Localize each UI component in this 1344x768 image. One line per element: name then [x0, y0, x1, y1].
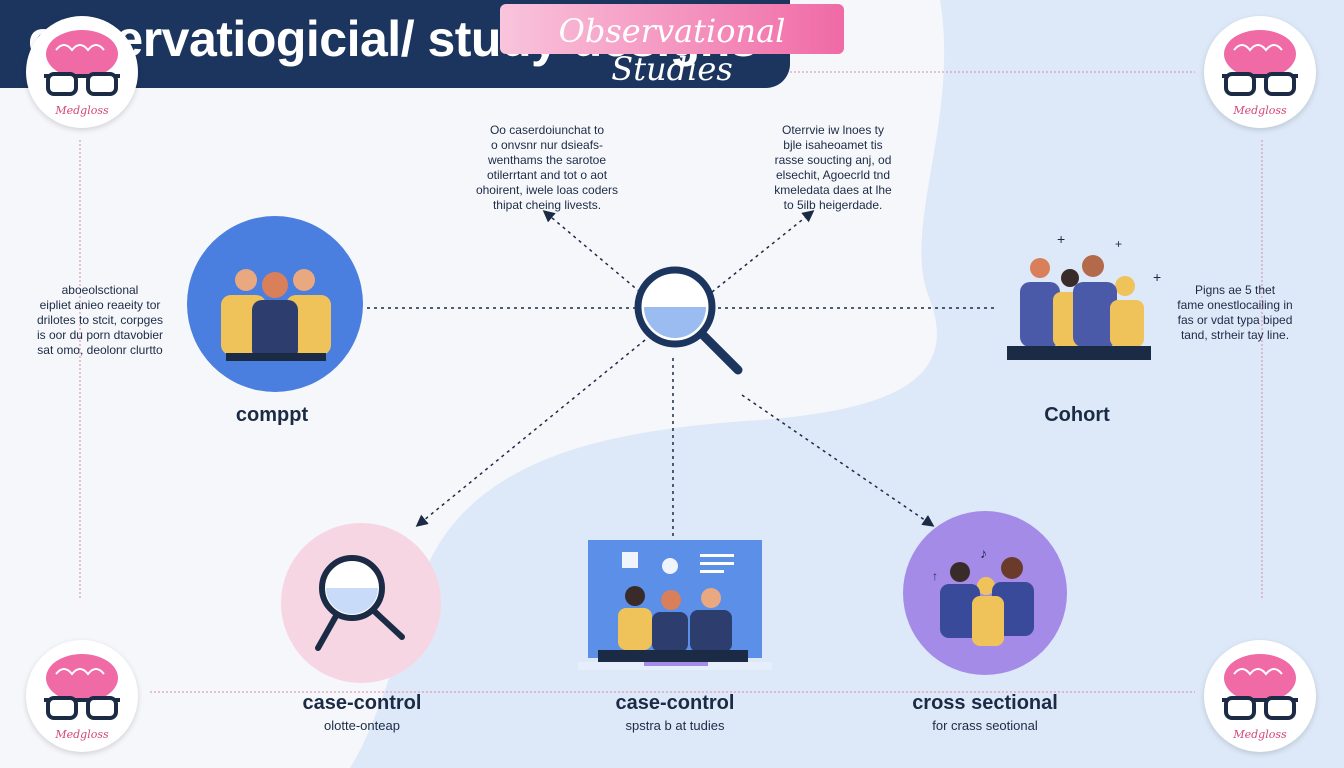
logo-text: Medgloss	[55, 104, 109, 117]
connector-top-left	[542, 210, 641, 293]
description-left: aboeolsctional eipliet anieo reaeity tor…	[36, 283, 164, 357]
logo-text: Medgloss	[1233, 728, 1287, 741]
svg-text:+: +	[1057, 231, 1065, 247]
connector-bottom-right	[741, 394, 935, 527]
svg-text:↑: ↑	[932, 569, 938, 583]
brain-glasses-icon	[1222, 30, 1298, 96]
cross-sectional-illustration: ♪ ↑	[903, 511, 1067, 675]
screen-illustration	[578, 540, 772, 670]
group-illustration-right: + + +	[1007, 231, 1161, 360]
connector-top-right	[711, 210, 815, 293]
medgloss-logo-bottom-left: Medgloss	[26, 640, 138, 752]
node-sublabel-bottom-left: olotte-onteap	[324, 718, 400, 733]
node-label-bottom-center: case-control	[615, 692, 735, 714]
node-label-bottom-left: case-control	[302, 692, 422, 714]
node-label-right: Cohort	[1044, 404, 1110, 426]
description-right: Pigns ae 5 thet fame onestlocailing in f…	[1177, 283, 1293, 342]
connector-bottom-left	[415, 339, 646, 527]
node-label-left: comppt	[235, 404, 309, 426]
logo-text: Medgloss	[1233, 104, 1287, 117]
brain-glasses-icon	[1222, 654, 1298, 720]
node-sublabel-bottom-right: for crass seotional	[932, 718, 1038, 733]
svg-text:+: +	[1153, 269, 1161, 285]
title-pill: Observational Studies	[500, 4, 844, 88]
medgloss-logo-top-right: Medgloss	[1204, 16, 1316, 128]
svg-text:♪: ♪	[980, 545, 987, 561]
medgloss-logo-bottom-right: Medgloss	[1204, 640, 1316, 752]
group-illustration-left	[187, 216, 363, 392]
node-sublabel-bottom-center: spstra b at tudies	[625, 718, 725, 733]
description-top-center: Oo caserdoiunchat to o onvsnr nur dsieaf…	[475, 123, 619, 212]
brain-glasses-icon	[44, 654, 120, 720]
medgloss-logo-top-left: Medgloss	[26, 16, 138, 128]
brain-glasses-icon	[44, 30, 120, 96]
pill-text: Observational Studies	[558, 12, 786, 88]
description-top-right: Oterrvie iw lnoes ty bjle isaheoamet tis…	[774, 123, 892, 212]
logo-text: Medgloss	[55, 728, 109, 741]
node-label-bottom-right: cross sectional	[912, 692, 1058, 714]
svg-text:+: +	[1115, 237, 1122, 251]
magnifier-icon	[634, 266, 743, 375]
case-control-illustration	[281, 523, 441, 683]
